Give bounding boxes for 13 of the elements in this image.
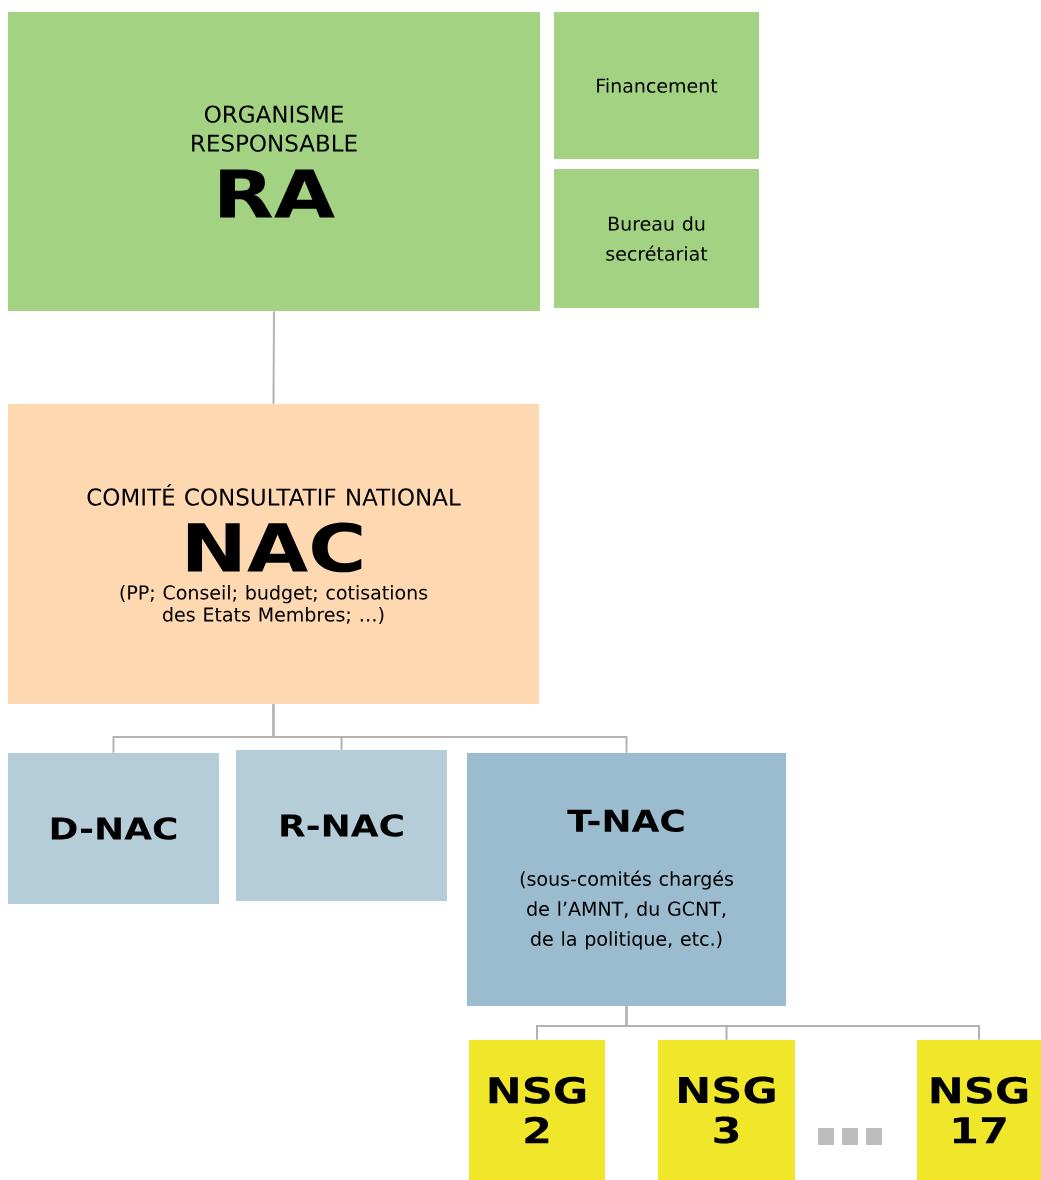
connector-line — [272, 310, 275, 405]
subgroup-box: NSG 3 — [658, 1040, 795, 1180]
committee-box: D-NAC — [8, 753, 219, 904]
subgroup-box: NSG 2 — [469, 1040, 605, 1180]
organization-box: Financement — [554, 12, 759, 159]
connector-line — [272, 703, 628, 754]
connector-line — [625, 1005, 980, 1041]
organization-box: ORGANISME RESPONSABLE RA — [8, 12, 540, 311]
subgroup-box: NSG 17 — [917, 1040, 1041, 1180]
committee-box: T-NAC (sous-comités chargés de l’AMNT, du GCNT, de la politique, etc.) — [467, 753, 786, 1006]
organization-box: Bureau du secrétariat — [554, 169, 759, 308]
committee-box: R-NAC — [236, 750, 447, 901]
committee-box: COMITÉ CONSULTATIF NATIONAL NAC (PP; Conseil; budget; cotisations des Etats Membres; …) — [8, 404, 539, 704]
